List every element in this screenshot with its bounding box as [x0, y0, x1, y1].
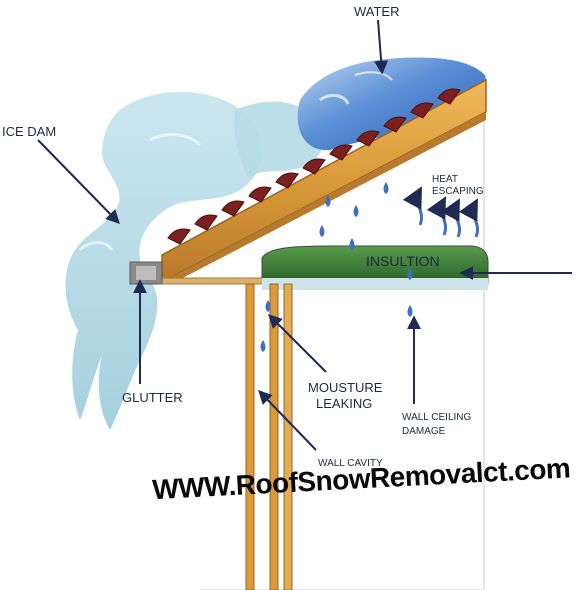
water-drips [260, 182, 413, 352]
label-ice-dam: ICE DAM [2, 124, 56, 139]
wall-cavity-pointer [258, 389, 317, 451]
label-heat-1: HEAT [432, 174, 458, 185]
label-wall-ceiling-2: DAMAGE [402, 426, 446, 437]
insulation-layer [261, 245, 489, 290]
label-water: WATER [354, 4, 400, 19]
callout-arrows [37, 19, 572, 451]
ice-dam-pointer [37, 139, 120, 225]
ice-dam-mass [65, 91, 324, 431]
roof-shingles [167, 88, 461, 245]
label-moisture-2: LEAKING [316, 396, 372, 411]
label-wall-ceiling-1: WALL CEILING [402, 412, 471, 423]
gutter-box [129, 261, 163, 285]
water-pointer [374, 19, 389, 75]
house-outline [200, 78, 485, 590]
label-moisture-1: MOUSTURE [308, 380, 383, 395]
label-insulation: INSULTION [366, 253, 440, 269]
label-wall-cavity: WALL CAVITY [318, 458, 383, 469]
label-heat-2: ESCAPING [432, 186, 484, 197]
label-glutter: GLUTTER [122, 390, 183, 405]
moisture-pointer [268, 314, 327, 373]
wall-studs [245, 283, 293, 590]
heat-arrows [402, 186, 479, 238]
